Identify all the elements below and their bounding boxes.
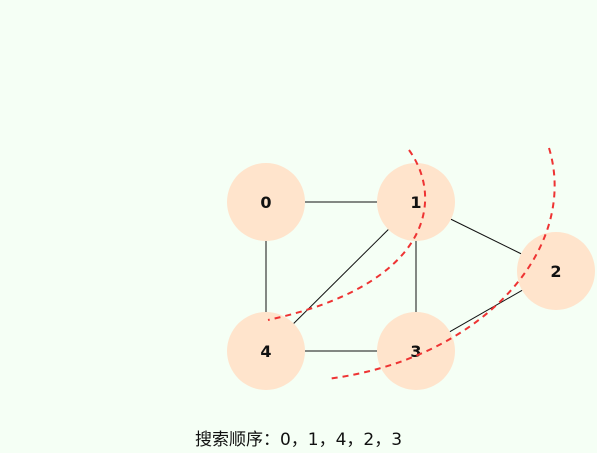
frontier-arc-inner <box>267 149 427 321</box>
edges <box>265 201 523 352</box>
search-frontier-arcs <box>267 147 556 380</box>
node-circle-0 <box>227 163 305 241</box>
node-label-0: 0 <box>260 193 271 212</box>
frontier-arc-outer <box>326 147 556 380</box>
node-2: 2 <box>517 232 595 310</box>
search-order-caption: 搜索顺序：0，1，4，2，3 <box>194 430 403 450</box>
node-1: 1 <box>377 163 455 241</box>
node-circle-3 <box>377 312 455 390</box>
edge-2-3 <box>449 289 523 333</box>
node-circle-1 <box>377 163 455 241</box>
node-label-3: 3 <box>410 342 421 361</box>
node-0: 0 <box>227 163 305 241</box>
node-label-2: 2 <box>550 262 561 281</box>
node-label-4: 4 <box>260 342 271 361</box>
edge-1-4 <box>293 229 389 324</box>
node-circle-4 <box>227 312 305 390</box>
edge-1-2 <box>450 218 522 255</box>
node-label-1: 1 <box>410 193 421 212</box>
node-4: 4 <box>227 312 305 390</box>
node-circle-2 <box>517 232 595 310</box>
nodes: 0 1 2 3 4 <box>227 163 595 390</box>
node-3: 3 <box>377 312 455 390</box>
